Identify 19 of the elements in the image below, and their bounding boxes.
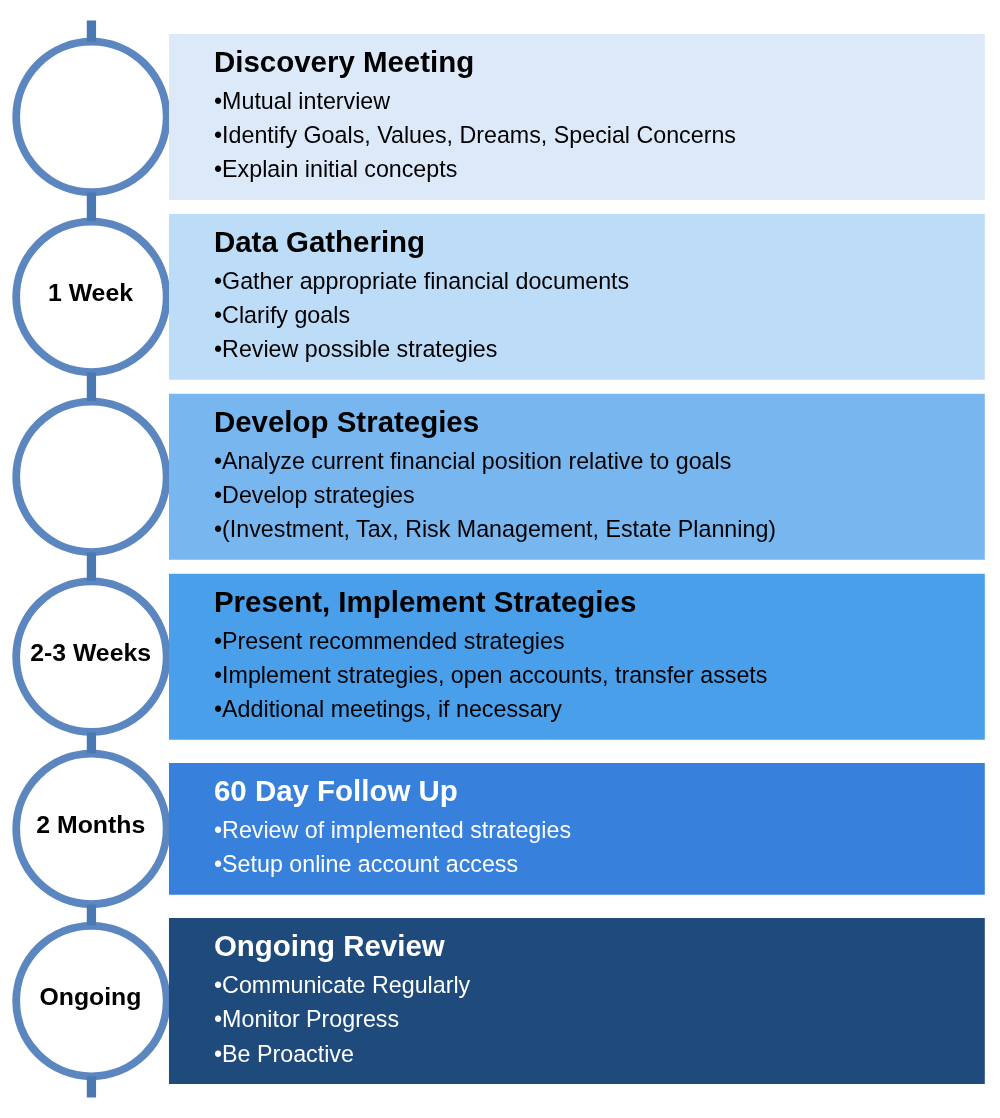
connector <box>86 732 96 754</box>
node-box: Data Gathering •Gather appropriate financial documents •Clarify goals •Review possible strategies <box>168 213 985 380</box>
node-circle <box>11 37 171 197</box>
connector <box>86 552 96 581</box>
node-box: Ongoing Review •Communicate Regularly •Monitor Progress •Be Proactive <box>168 918 985 1084</box>
node-circle: 2-3 Weeks <box>11 577 171 736</box>
connector <box>86 904 96 926</box>
node-box: 60 Day Follow Up •Review of implemented strategies •Setup online account access <box>168 762 985 895</box>
node-circle: 2 Months <box>11 749 171 908</box>
node-circle <box>11 397 171 556</box>
node-box: Present, Implement Strategies •Present recommended strategies •Implement strategies, open accounts, transfer assets •Additional meetings, if necessary <box>168 573 985 740</box>
connector <box>86 1076 96 1098</box>
node-circle: Ongoing <box>11 921 171 1081</box>
connector <box>86 192 96 222</box>
node-box: Discovery Meeting •Mutual interview •Identify Goals, Values, Dreams, Special Concerns •Explain initial concepts <box>168 34 985 200</box>
connector <box>86 20 96 42</box>
connector <box>86 372 96 401</box>
node-circle: 1 Week <box>11 217 171 376</box>
node-box: Develop Strategies •Analyze current financial position relative to goals •Develop strategies •(Investment, Tax, Risk Management, Estate Planning) <box>168 393 985 560</box>
